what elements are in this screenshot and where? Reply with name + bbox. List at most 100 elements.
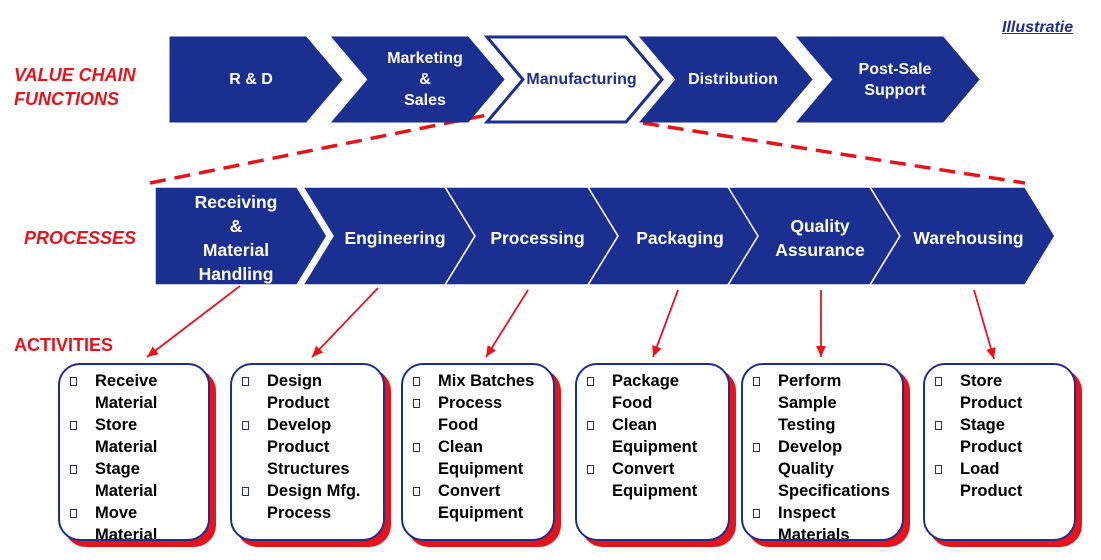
activity-text: Receive Material	[95, 372, 158, 412]
activity-text: Move Material	[95, 504, 158, 541]
square-bullet-icon	[753, 443, 760, 452]
activity-arrow-line-3	[485, 289, 529, 358]
activity-item: Stage Product	[935, 414, 1066, 458]
activity-item: Store Product	[935, 370, 1066, 414]
activity-text: Develop Quality Specifications	[778, 438, 890, 500]
activity-text: Load Product	[960, 460, 1023, 500]
square-bullet-icon	[413, 377, 420, 386]
activity-item: Mix Batches	[413, 370, 545, 392]
square-bullet-icon	[935, 465, 942, 474]
activity-item: Clean Equipment	[587, 414, 720, 458]
activity-item: Receive Material	[70, 370, 200, 414]
square-bullet-icon	[70, 509, 77, 518]
zoom-connector-lines	[149, 111, 1026, 185]
activity-item: Design Product	[242, 370, 375, 414]
activity-arrow-line-2	[311, 287, 379, 358]
square-bullet-icon	[753, 509, 760, 518]
activity-arrowhead-6	[986, 347, 996, 359]
square-bullet-icon	[587, 421, 594, 430]
square-bullet-icon	[70, 377, 77, 386]
activity-item: Convert Equipment	[587, 458, 720, 502]
activity-arrowhead-5	[816, 346, 826, 357]
zoom-line-right	[642, 121, 1026, 185]
function-chevron-distribution	[638, 36, 813, 123]
square-bullet-icon	[587, 465, 594, 474]
activity-item: Move Material	[70, 502, 200, 541]
process-label-processing: Processing	[490, 228, 585, 248]
process-chevron-receiving-material-handling	[154, 186, 328, 286]
activity-arrowhead-1	[147, 346, 159, 357]
function-chevron-manufacturing	[483, 35, 664, 124]
activity-arrowhead-3	[486, 345, 496, 357]
activity-text: Convert Equipment	[438, 482, 524, 522]
process-label-warehousing: Warehousing	[913, 228, 1024, 248]
square-bullet-icon	[70, 421, 77, 430]
square-bullet-icon	[242, 421, 249, 430]
square-bullet-icon	[935, 421, 942, 430]
activity-text: Store Material	[95, 416, 158, 456]
activity-item: Process Food	[413, 392, 545, 436]
function-label-distribution: Distribution	[688, 71, 778, 88]
activity-item: Clean Equipment	[413, 436, 545, 480]
square-bullet-icon	[935, 377, 942, 386]
square-bullet-icon	[413, 487, 420, 496]
process-label-receiving-material-handling: Receiving & Material Handling	[194, 192, 278, 284]
function-label-post-sale-support: Post-Sale Support	[858, 60, 932, 99]
function-label-r-d: R & D	[229, 71, 273, 88]
activity-text: Clean Equipment	[612, 416, 698, 456]
activity-item: Convert Equipment	[413, 480, 545, 524]
processes-row-label: PROCESSES	[24, 228, 137, 248]
square-bullet-icon	[242, 487, 249, 496]
activity-item: Perform Sample Testing	[753, 370, 894, 436]
square-bullet-icon	[70, 465, 77, 474]
activity-arrowhead-2	[312, 345, 324, 357]
activities-row-label: ACTIVITIES	[14, 335, 114, 355]
activity-arrow-line-4	[652, 289, 679, 358]
activity-arrowhead-4	[652, 345, 662, 357]
activity-item: Load Product	[935, 458, 1066, 502]
square-bullet-icon	[753, 377, 760, 386]
activity-text: Store Product	[960, 372, 1023, 412]
activity-text: Process Food	[438, 394, 503, 434]
zoom-line-left	[149, 111, 498, 185]
activity-item: Design Mfg. Process	[242, 480, 375, 524]
activity-item: Inspect Materials	[753, 502, 894, 539]
activity-arrow-line-6	[973, 289, 995, 360]
activity-text: Develop Product Structures	[267, 416, 350, 478]
function-chevron-r-d	[169, 36, 343, 123]
activity-text: Design Product	[267, 372, 330, 412]
activity-item: Develop Quality Specifications	[753, 436, 894, 502]
function-label-marketing-sales: Marketing & Sales	[387, 50, 463, 109]
process-label-engineering: Engineering	[344, 228, 446, 248]
process-label-quality-assurance: Quality Assurance	[775, 216, 865, 260]
activity-item: Stage Material	[70, 458, 200, 502]
activity-text: Design Mfg. Process	[267, 482, 361, 522]
functions-row-label: VALUE CHAIN FUNCTIONS	[14, 65, 136, 109]
process-label-packaging: Packaging	[636, 228, 724, 248]
activity-text: Package Food	[612, 372, 679, 412]
function-label-manufacturing: Manufacturing	[526, 71, 637, 88]
square-bullet-icon	[242, 377, 249, 386]
square-bullet-icon	[587, 377, 594, 386]
process-chevron-warehousing	[868, 186, 1056, 286]
function-chevron-post-sale-support	[795, 36, 980, 123]
activity-text: Convert Equipment	[612, 460, 698, 500]
square-bullet-icon	[413, 399, 420, 408]
activity-text: Stage Material	[95, 460, 158, 500]
activity-text: Mix Batches	[438, 372, 535, 390]
activity-item: Package Food	[587, 370, 720, 414]
activity-arrow-line-1	[146, 285, 241, 358]
activity-text: Clean Equipment	[438, 438, 524, 478]
illustration-label: Illustratie	[1002, 19, 1074, 36]
activity-text: Perform Sample Testing	[778, 372, 842, 434]
activity-text: Stage Product	[960, 416, 1023, 456]
square-bullet-icon	[413, 443, 420, 452]
activity-item: Store Material	[70, 414, 200, 458]
